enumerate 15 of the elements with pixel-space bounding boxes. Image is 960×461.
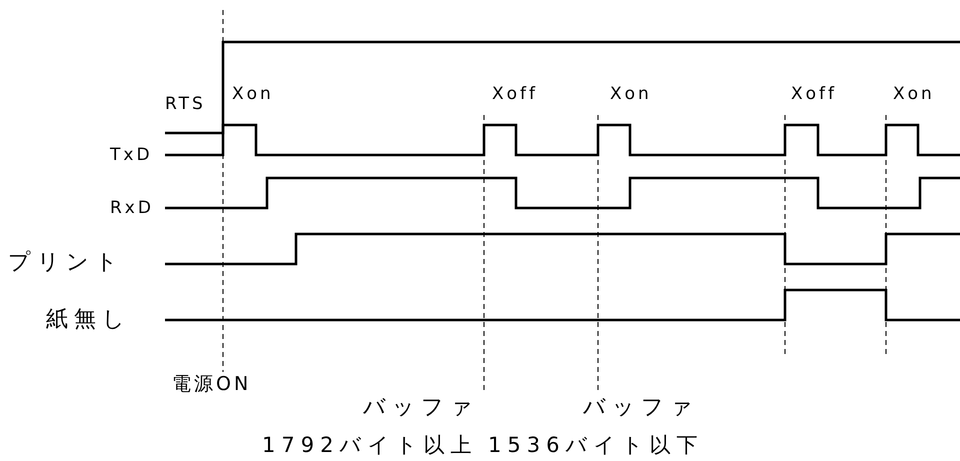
event-label: 1792バイト以上 bbox=[262, 435, 478, 456]
signal-name: RxD bbox=[110, 200, 154, 217]
event-label: 1536バイト以下 bbox=[488, 435, 704, 456]
pulse-label: Xoff bbox=[791, 86, 838, 103]
event-label: 電源ON bbox=[172, 375, 252, 394]
pulse-label: Xon bbox=[610, 86, 652, 103]
signal-name: プリント bbox=[8, 252, 124, 274]
signal-name: TxD bbox=[110, 147, 153, 164]
event-label: バッファ bbox=[583, 397, 699, 419]
signal-name: RTS bbox=[165, 96, 206, 113]
pulse-label: Xoff bbox=[492, 86, 538, 103]
signal-name: 紙無し bbox=[46, 309, 131, 331]
event-label: バッファ bbox=[363, 397, 479, 419]
pulse-label: Xon bbox=[232, 86, 274, 103]
pulse-label: Xon bbox=[893, 86, 935, 103]
